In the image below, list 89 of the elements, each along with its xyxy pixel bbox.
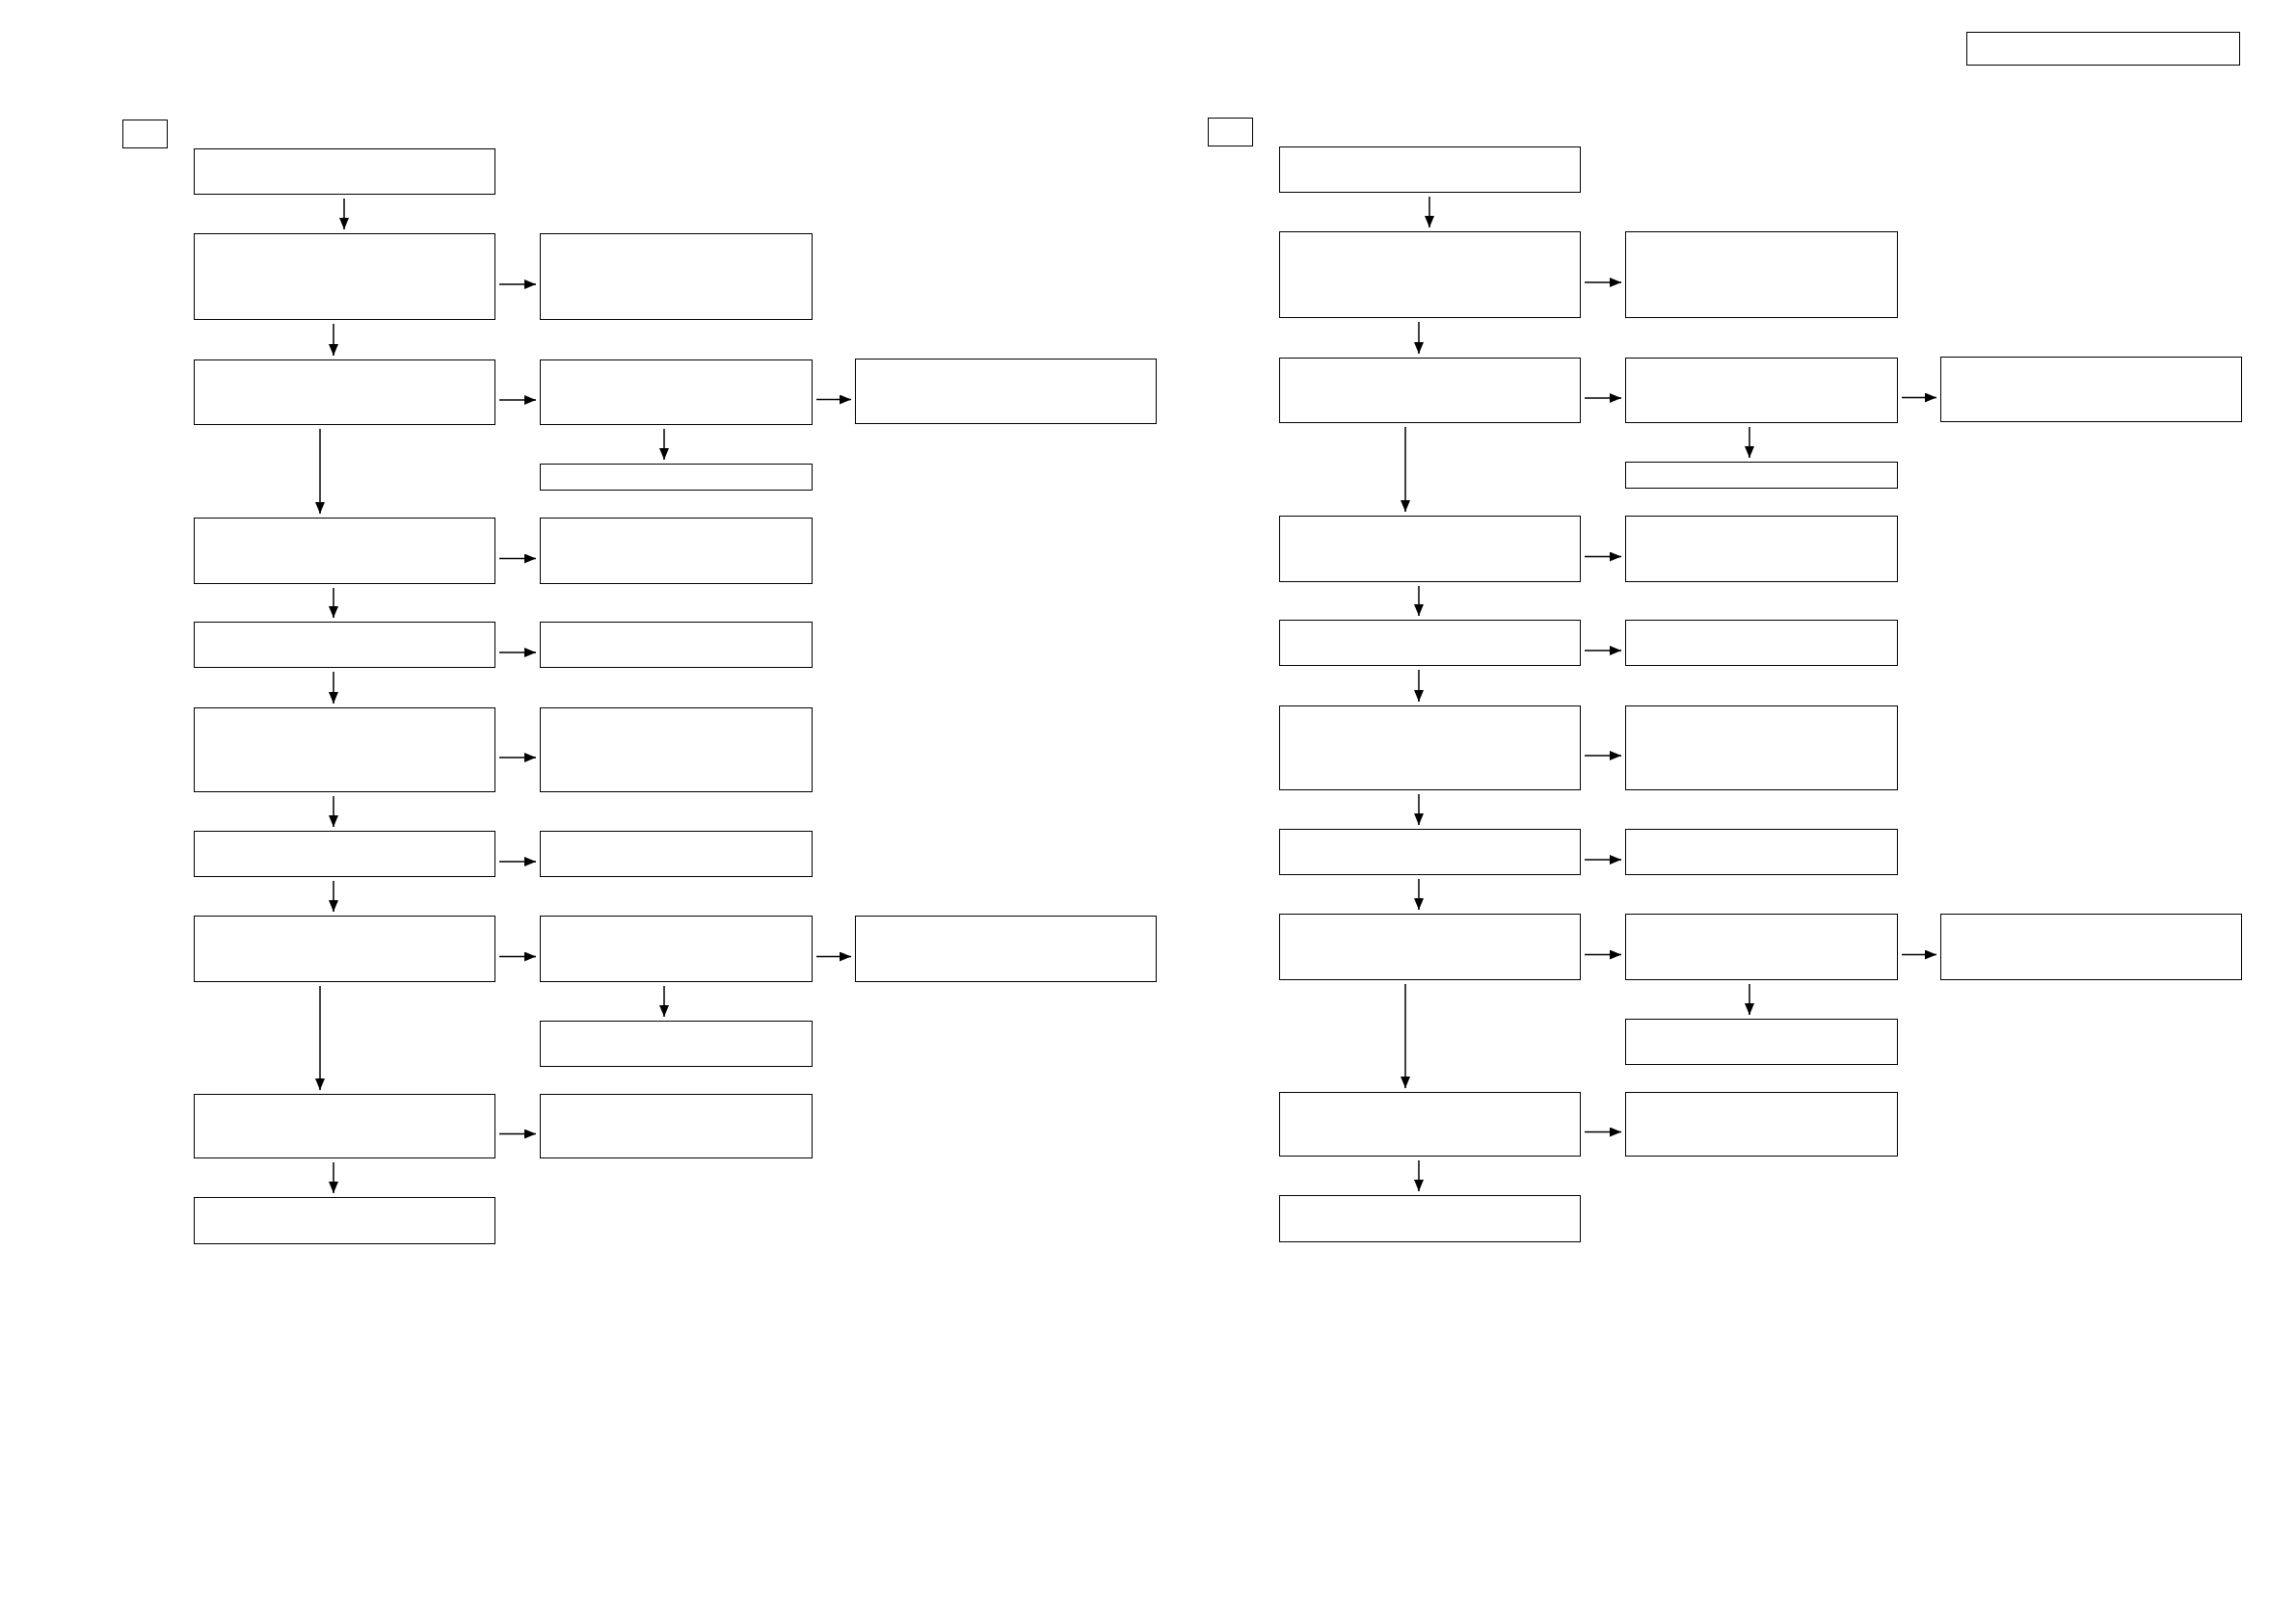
arrow [315, 428, 325, 515]
arrow [1584, 855, 1622, 865]
arrow [1584, 393, 1622, 403]
process-box [540, 1021, 813, 1067]
arrow [1584, 646, 1622, 655]
arrow [339, 198, 349, 230]
arrow [1745, 983, 1754, 1016]
process-box [1625, 705, 1898, 790]
process-box [540, 622, 813, 668]
arrow [1414, 585, 1424, 617]
process-box [1279, 829, 1581, 875]
process-box [1625, 829, 1898, 875]
process-box [1625, 358, 1898, 423]
arrow [1401, 426, 1410, 513]
arrow [1584, 278, 1622, 287]
arrow [1584, 751, 1622, 760]
arrow [498, 279, 537, 289]
process-box [194, 831, 495, 877]
arrow [1414, 321, 1424, 355]
process-box [540, 233, 813, 320]
process-box [540, 464, 813, 491]
process-box [540, 916, 813, 982]
process-box [1279, 1195, 1581, 1242]
process-box [194, 1197, 495, 1244]
process-box [194, 1094, 495, 1158]
process-box [1625, 516, 1898, 582]
arrow [498, 753, 537, 762]
arrow [1414, 1159, 1424, 1192]
process-box [540, 831, 813, 877]
arrow [1401, 983, 1410, 1089]
process-box [855, 359, 1157, 424]
process-box [1279, 358, 1581, 423]
arrow [498, 951, 537, 962]
arrow [329, 795, 338, 828]
process-box [1279, 146, 1581, 193]
process-box [1625, 231, 1898, 318]
process-box [540, 707, 813, 792]
label-box [122, 120, 168, 148]
arrow [498, 648, 537, 657]
process-box [1279, 231, 1581, 318]
arrow [659, 428, 669, 461]
process-box [1279, 705, 1581, 790]
process-box [1279, 516, 1581, 582]
process-box [194, 148, 495, 195]
arrow [498, 553, 537, 564]
arrow [1901, 392, 1937, 403]
arrow [329, 587, 338, 619]
process-box [1625, 620, 1898, 666]
arrow [329, 1161, 338, 1194]
arrow [815, 951, 852, 962]
process-box [1625, 462, 1898, 489]
process-box [1940, 914, 2242, 980]
process-box [1279, 914, 1581, 980]
process-box [194, 233, 495, 320]
header-box [1966, 32, 2240, 66]
arrow [498, 395, 537, 405]
process-box [540, 518, 813, 584]
process-box [540, 1094, 813, 1158]
arrow [1584, 551, 1622, 562]
process-box [1625, 914, 1898, 980]
process-box [1940, 357, 2242, 422]
arrow [815, 394, 852, 405]
process-box [194, 916, 495, 982]
process-box [194, 359, 495, 425]
arrow [498, 857, 537, 866]
process-box [1279, 1092, 1581, 1157]
arrow [498, 1129, 537, 1139]
arrow [329, 880, 338, 913]
arrow [1584, 1127, 1622, 1137]
arrow [1425, 196, 1434, 228]
arrow [329, 671, 338, 705]
process-box [1279, 620, 1581, 666]
process-box [194, 622, 495, 668]
label-box [1208, 118, 1253, 146]
process-box [540, 359, 813, 425]
arrow [1414, 878, 1424, 911]
arrow [329, 323, 338, 357]
arrow [1584, 949, 1622, 960]
arrow [1414, 793, 1424, 826]
process-box [194, 707, 495, 792]
arrow [1745, 426, 1754, 459]
arrow [659, 985, 669, 1018]
arrow [1901, 949, 1937, 960]
process-box [1625, 1092, 1898, 1157]
arrow [1414, 669, 1424, 703]
process-box [855, 916, 1157, 982]
arrow [315, 985, 325, 1091]
process-box [1625, 1019, 1898, 1065]
process-box [194, 518, 495, 584]
